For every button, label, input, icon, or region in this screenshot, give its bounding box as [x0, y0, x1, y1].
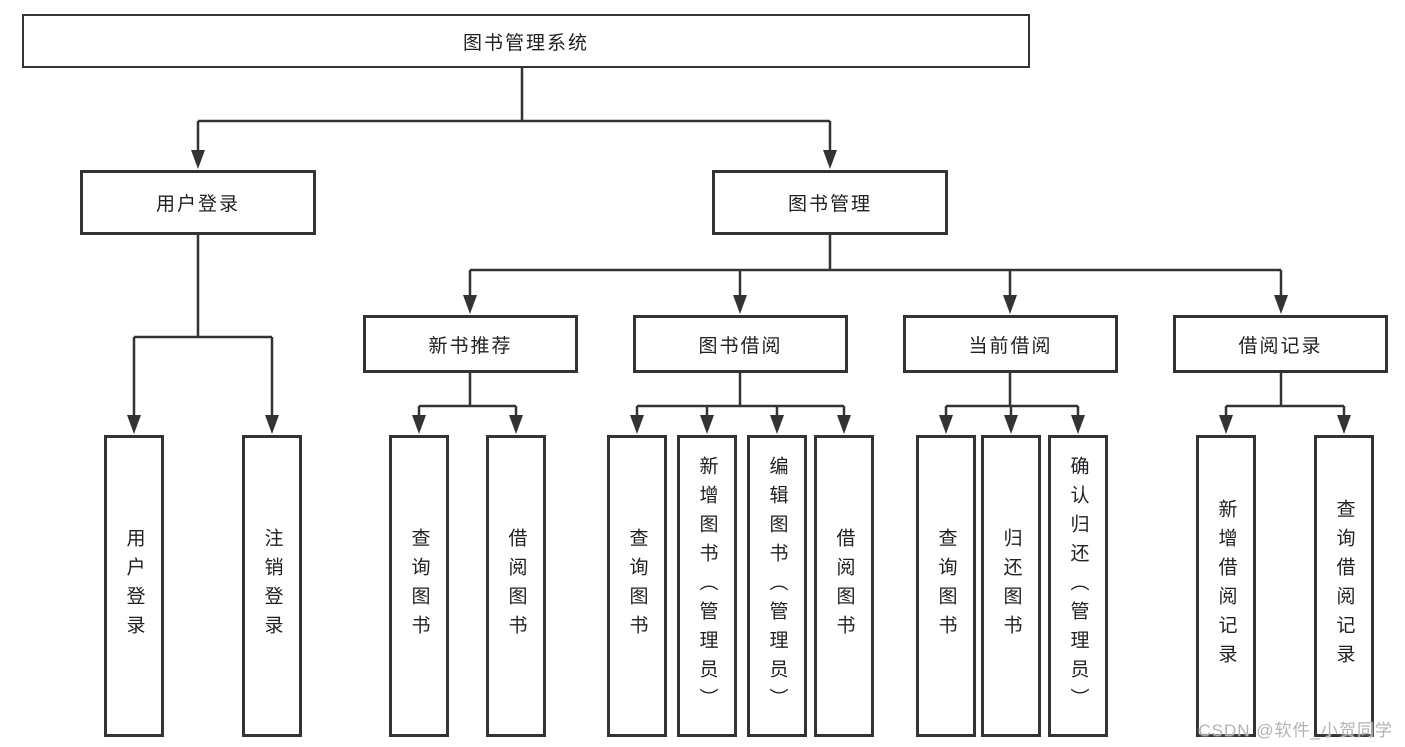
leaf-add-books-admin: 新增图书（管理员） [677, 435, 737, 737]
node-book-management: 图书管理 [712, 170, 948, 235]
node-user-login: 用户登录 [80, 170, 316, 235]
node-library-management-system: 图书管理系统 [22, 14, 1030, 68]
leaf-return-books: 归还图书 [981, 435, 1041, 737]
leaf-edit-books-admin: 编辑图书（管理员） [747, 435, 807, 737]
leaf-query-books-recommend: 查询图书 [389, 435, 449, 737]
leaf-borrow-books-recommend: 借阅图书 [486, 435, 546, 737]
leaf-logout: 注销登录 [242, 435, 302, 737]
leaf-query-books-borrowing: 查询图书 [607, 435, 667, 737]
node-current-borrowing: 当前借阅 [903, 315, 1118, 373]
leaf-confirm-return-admin: 确认归还（管理员） [1048, 435, 1108, 737]
csdn-watermark: CSDN @软件_小贺同学 [1198, 721, 1393, 740]
leaf-query-books-current: 查询图书 [916, 435, 976, 737]
node-borrowing-records: 借阅记录 [1173, 315, 1388, 373]
node-book-borrowing: 图书借阅 [633, 315, 848, 373]
leaf-user-login: 用户登录 [104, 435, 164, 737]
leaf-query-borrow-record: 查询借阅记录 [1314, 435, 1374, 737]
leaf-add-borrow-record: 新增借阅记录 [1196, 435, 1256, 737]
node-new-book-recommend: 新书推荐 [363, 315, 578, 373]
leaf-borrow-books-borrowing: 借阅图书 [814, 435, 874, 737]
